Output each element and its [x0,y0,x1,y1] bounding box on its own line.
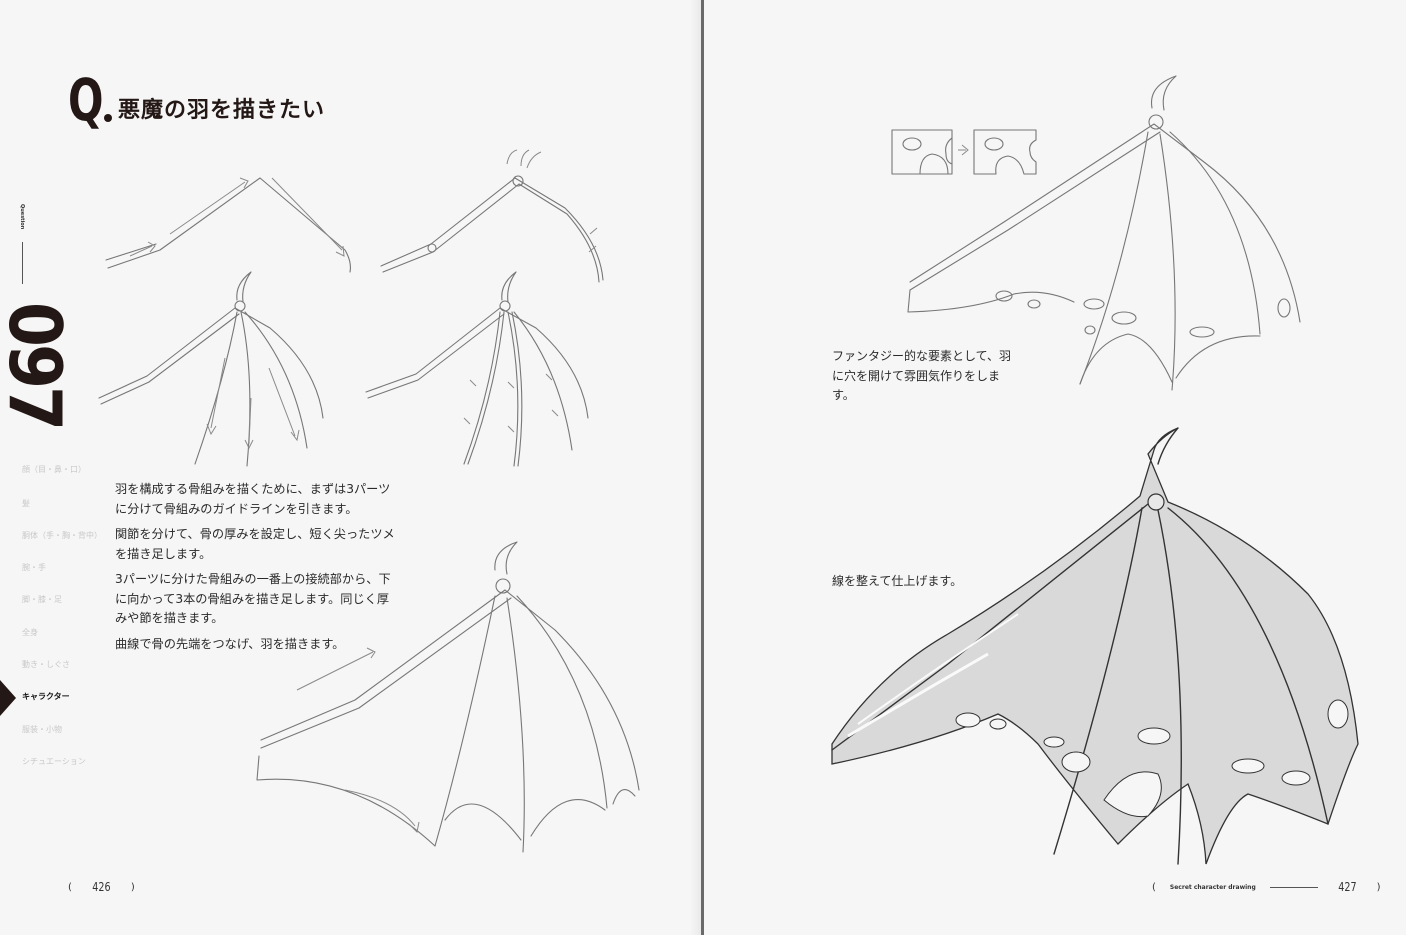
nav-item-full-body[interactable]: 全身 [22,628,38,637]
nav-item-face[interactable]: 顔（目・鼻・口） [22,465,86,474]
step-4-bone-nodes [365,271,589,467]
caption-finish: 線を整えて仕上げます。 [832,574,963,588]
page-number: 427 [1338,880,1357,894]
right-page: ファンタジー的な要素として、羽に穴を開けて雰囲気作りをします。 線を整えて仕上げ… [704,0,1406,935]
question-number: 097 [0,292,77,437]
heading-dot [104,114,112,122]
spine-shadow [690,0,701,935]
finished-wing [831,427,1359,865]
folio-open-bracket: ( [1152,881,1156,893]
nav-item-motion[interactable]: 動き・しぐさ [22,660,70,669]
instruction-step-1: 羽を構成する骨組みを描くために、まずは3パーツに分けて骨組みのガイドラインを引き… [115,482,391,516]
instruction-step-3: 3パーツに分けた骨組みの一番上の接続部から、下に向かって3本の骨組みを描き足しま… [115,572,391,625]
active-chapter-marker-icon [0,680,16,716]
question-prefix: Q [68,66,104,134]
nav-item-situation[interactable]: シチュエーション [22,757,86,766]
nav-item-clothing[interactable]: 服装・小物 [22,725,62,734]
step-2-joints-claw [380,149,604,283]
left-page: Q 悪魔の羽を描きたい Question 097 顔（目・鼻・口） 髪 胴体（手… [0,0,701,935]
question-number-text: 097 [0,301,77,428]
step-1-guidelines [105,177,351,273]
nav-item-legs-feet[interactable]: 脚・膝・足 [22,595,62,604]
nav-item-torso[interactable]: 胴体（手・胸・背中） [22,531,102,540]
right-folio: ( Secret character drawing 427 ) [1152,880,1381,894]
folio-close-bracket: ) [1376,881,1381,893]
folio-open-bracket: ( [68,881,72,893]
question-divider [22,242,23,284]
book-spine [701,0,704,935]
folio-close-bracket: ) [130,881,135,893]
nav-item-arms-hands[interactable]: 腕・手 [22,563,46,572]
page-title: 悪魔の羽を描きたい [118,98,326,123]
nav-item-character[interactable]: キャラクター [22,692,70,701]
page-heading: Q 悪魔の羽を描きたい [68,66,326,134]
caption-holes: ファンタジー的な要素として、羽に穴を開けて雰囲気作りをします。 [832,349,1012,402]
hole-diagram [891,129,1037,175]
wing-with-holes [907,75,1301,391]
book-title: Secret character drawing [1169,883,1256,891]
nav-item-hair[interactable]: 髪 [22,499,30,508]
step-5-membrane [256,541,640,853]
instruction-step-2: 関節を分けて、骨の厚みを設定し、短く尖ったツメを描き足します。 [115,527,395,561]
question-label: Question [19,204,25,230]
left-folio: ( 426 ) [68,880,135,894]
step-3-three-bones [98,271,324,467]
instruction-text: 羽を構成する骨組みを描くために、まずは3パーツに分けて骨組みのガイドラインを引き… [115,480,400,660]
instruction-step-4: 曲線で骨の先端をつなげ、羽を描きます。 [115,636,345,651]
folio-rule [1269,886,1318,888]
page-number: 426 [92,880,111,894]
